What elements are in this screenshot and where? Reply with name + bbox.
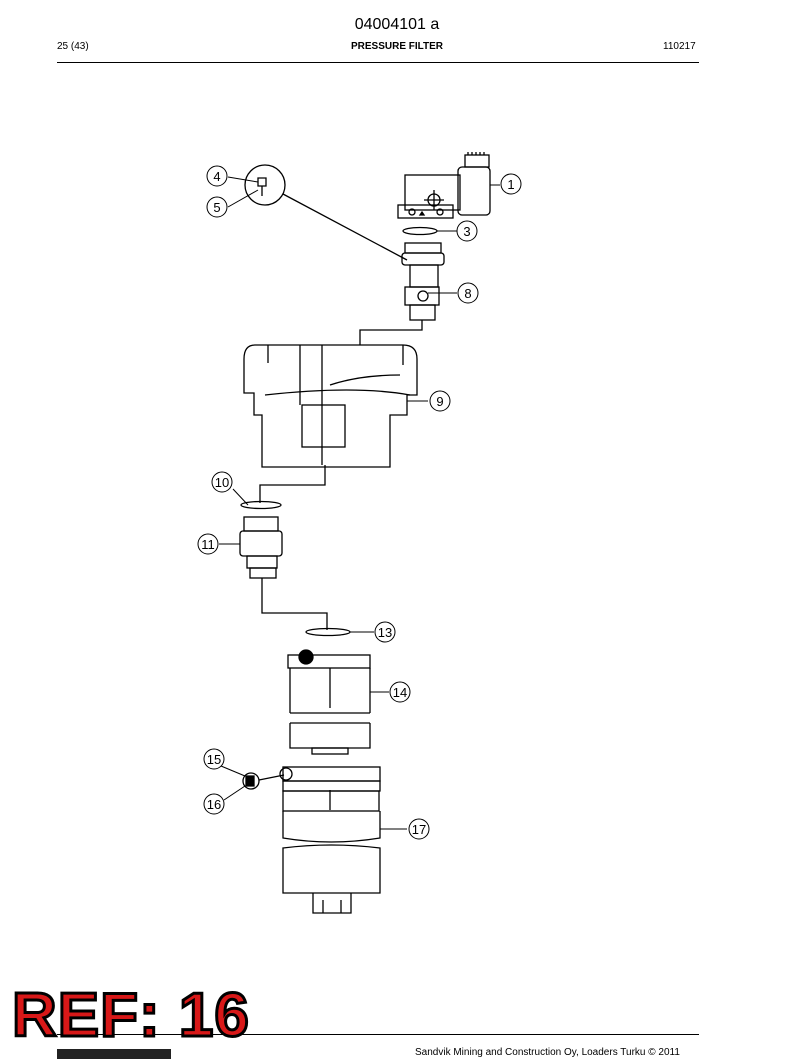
svg-text:3: 3: [463, 224, 470, 239]
callout-1: 1: [500, 173, 522, 195]
callout-16: 16: [203, 793, 225, 815]
callout-17: 17: [408, 818, 430, 840]
svg-text:11: 11: [201, 537, 215, 552]
part-13-oring: [305, 627, 351, 637]
page-number: 25 (43): [57, 41, 89, 52]
page-title: PRESSURE FILTER: [350, 41, 444, 52]
part-9-filter-head: [243, 344, 418, 468]
part-11-nipple: [239, 516, 283, 579]
ref-stamp: REF: 16: [11, 981, 251, 1050]
svg-text:5: 5: [213, 200, 220, 215]
part-10-oring: [240, 500, 282, 510]
callout-5: 5: [206, 196, 228, 218]
callout-10: 10: [211, 471, 233, 493]
svg-text:4: 4: [213, 169, 220, 184]
callout-8: 8: [457, 282, 479, 304]
callout-11: 11: [197, 533, 219, 555]
document-code: 110217: [663, 41, 696, 52]
document-id: 04004101 a: [354, 16, 440, 33]
callout-4: 4: [206, 165, 228, 187]
part-17-filter-bowl: [282, 766, 381, 914]
callout-15: 15: [203, 748, 225, 770]
svg-text:14: 14: [393, 685, 407, 700]
part-1-indicator: [397, 152, 491, 219]
svg-text:17: 17: [412, 822, 426, 837]
svg-text:1: 1: [507, 177, 514, 192]
header-rule: [57, 62, 699, 63]
part-14-filter-element: [287, 649, 371, 755]
footer-rule: [57, 1034, 699, 1035]
svg-text:10: 10: [215, 475, 229, 490]
sandvik-logo: [57, 1049, 171, 1059]
callout-13: 13: [374, 621, 396, 643]
svg-text:9: 9: [436, 394, 443, 409]
svg-text:8: 8: [464, 286, 471, 301]
detail-4-5: [244, 164, 408, 261]
svg-text:16: 16: [207, 797, 221, 812]
svg-text:15: 15: [207, 752, 221, 767]
part-8-adapter: [401, 242, 445, 321]
part-3-oring: [402, 226, 438, 236]
part-15-16-plug: [242, 767, 293, 790]
svg-text:13: 13: [378, 625, 392, 640]
callout-9: 9: [429, 390, 451, 412]
callout-14: 14: [389, 681, 411, 703]
callout-3: 3: [456, 220, 478, 242]
